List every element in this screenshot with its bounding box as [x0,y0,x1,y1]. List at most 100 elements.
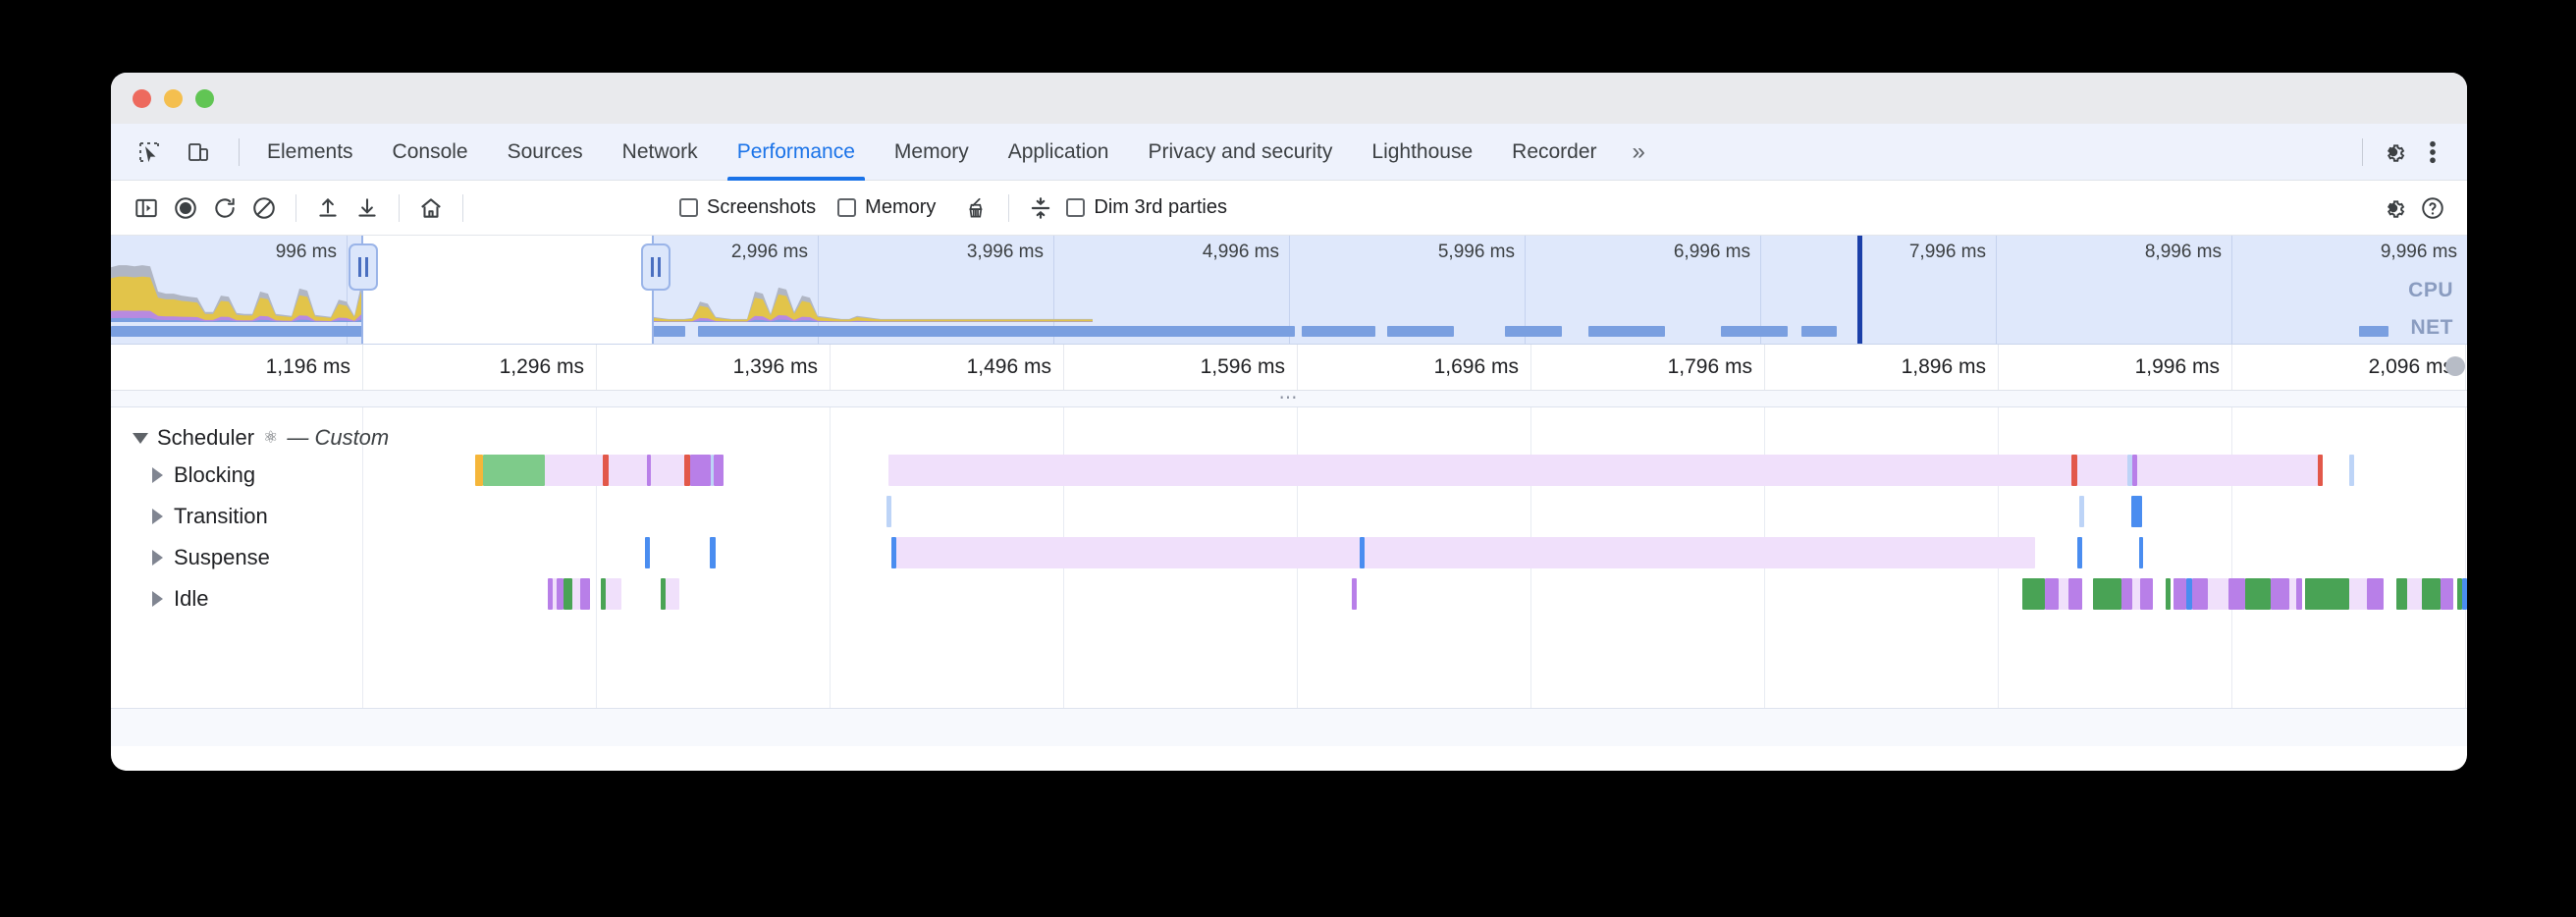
flamechart-event-blocking[interactable] [2077,455,2128,486]
memory-checkbox[interactable]: Memory [837,196,936,219]
flamechart-event-suspense[interactable] [2077,537,2082,568]
flamechart-event-blocking[interactable] [609,455,647,486]
kebab-menu-icon[interactable] [2416,135,2449,169]
inspect-element-icon[interactable] [133,135,166,169]
flamechart-event-idle[interactable] [2192,578,2208,610]
settings-gear-icon[interactable] [2377,135,2410,169]
selection-handle-right[interactable] [641,243,671,291]
tab-application[interactable]: Application [1007,139,1109,163]
collect-garbage-broom-icon[interactable] [957,189,996,228]
flamechart-event-idle[interactable] [557,578,564,610]
tab-network[interactable]: Network [621,139,698,163]
flamechart-event-idle[interactable] [2022,578,2045,610]
flamechart-event-idle[interactable] [2289,578,2296,610]
chevron-right-icon[interactable] [152,509,163,524]
minimize-window-button[interactable] [164,88,183,108]
flamechart-event-blocking[interactable] [602,455,610,486]
more-tabs-chevron-icon[interactable]: » [1632,137,1645,165]
flamechart-event-idle[interactable] [2349,578,2367,610]
horizontal-scrollbar-thumb[interactable] [2445,356,2465,376]
flamechart-event-idle[interactable] [2121,578,2133,610]
flamechart-event-idle[interactable] [661,578,666,610]
flamechart-event-suspense[interactable] [1360,537,1365,568]
capture-settings-gear-icon[interactable] [2377,191,2410,225]
flamechart-event-idle[interactable] [2305,578,2349,610]
download-profile-icon[interactable] [348,189,387,228]
flamechart-event-idle[interactable] [2165,578,2171,610]
flamechart-event-suspense[interactable] [1364,537,2035,568]
track-blocking[interactable]: Blocking [152,462,255,488]
help-question-icon[interactable] [2416,191,2449,225]
flamechart-event-idle[interactable] [2271,578,2290,610]
tab-recorder[interactable]: Recorder [1512,139,1597,163]
flamechart-event-idle[interactable] [552,578,558,610]
flamechart-event-idle[interactable] [547,578,553,610]
flamechart-event-suspense[interactable] [645,537,650,568]
flamechart-event-idle[interactable] [1352,578,1357,610]
flamechart-event-idle[interactable] [2185,578,2192,610]
clear-icon[interactable] [244,189,284,228]
flamechart-event-blocking[interactable] [2132,455,2137,486]
tab-elements[interactable]: Elements [267,139,353,163]
tab-sources[interactable]: Sources [507,139,583,163]
flamechart-event-blocking[interactable] [483,455,545,486]
dim-3rd-parties-checkbox[interactable]: Dim 3rd parties [1066,196,1227,219]
flamechart-event-blocking[interactable] [2318,455,2323,486]
flamechart-event-idle[interactable] [2421,578,2441,610]
flamechart-event-blocking[interactable] [714,455,724,486]
track-idle[interactable]: Idle [152,586,208,612]
flamechart-event-suspense[interactable] [896,537,1360,568]
reload-and-record-icon[interactable] [205,189,244,228]
device-toolbar-icon[interactable] [182,135,215,169]
flamechart-event-idle[interactable] [606,578,621,610]
flamechart-event-idle[interactable] [572,578,581,610]
flamechart-event-idle[interactable] [2440,578,2453,610]
chevron-right-icon[interactable] [152,591,163,607]
flame-chart[interactable]: Scheduler ⚛ — Custom Blocking Transition… [111,407,2467,746]
flamechart-event-suspense[interactable] [709,537,716,568]
flamechart-event-blocking[interactable] [2070,455,2078,486]
toggle-sidebar-icon[interactable] [127,189,166,228]
flamechart-event-idle[interactable] [601,578,606,610]
flamechart-event-idle[interactable] [2208,578,2228,610]
timeline-overview[interactable]: 996 ms1,996 ms2,996 ms3,996 ms4,996 ms5,… [111,236,2467,345]
screenshots-checkbox[interactable]: Screenshots [679,196,816,219]
chevron-right-icon[interactable] [152,550,163,566]
checkbox-box[interactable] [837,198,857,217]
track-suspense[interactable]: Suspense [152,545,270,570]
panel-resize-handle[interactable]: ⋯ [111,389,2467,407]
flamechart-event-blocking[interactable] [544,455,603,486]
flamechart-event-idle[interactable] [2457,578,2463,610]
checkbox-box[interactable] [1066,198,1086,217]
flamechart-event-idle[interactable] [2396,578,2408,610]
flamechart-event-idle[interactable] [2227,578,2246,610]
flamechart-event-idle[interactable] [2059,578,2068,610]
tab-performance[interactable]: Performance [718,124,875,181]
flamechart-event-idle[interactable] [2093,578,2121,610]
flamechart-event-idle[interactable] [665,578,680,610]
flamechart-event-idle[interactable] [2245,578,2271,610]
flamechart-event-suspense[interactable] [2138,537,2144,568]
flamechart-event-idle[interactable] [563,578,573,610]
flamechart-event-blocking[interactable] [888,455,2071,486]
flamechart-event-idle[interactable] [2132,578,2141,610]
flamechart-event-transition[interactable] [886,496,892,527]
chevron-right-icon[interactable] [152,467,163,483]
flamechart-event-blocking[interactable] [646,455,652,486]
flamechart-event-idle[interactable] [2173,578,2186,610]
flamechart-event-idle[interactable] [2067,578,2082,610]
chevron-down-icon[interactable] [133,432,148,444]
flamechart-event-suspense[interactable] [891,537,896,568]
close-window-button[interactable] [133,88,151,108]
flamechart-event-transition[interactable] [2130,496,2142,527]
flamechart-event-blocking[interactable] [2127,455,2133,486]
upload-profile-icon[interactable] [308,189,348,228]
flamechart-event-blocking[interactable] [475,455,484,486]
checkbox-box[interactable] [679,198,698,217]
flamechart-event-idle[interactable] [580,578,590,610]
flamechart-event-idle[interactable] [2407,578,2422,610]
tab-console[interactable]: Console [392,139,468,163]
flamechart-event-blocking[interactable] [684,455,691,486]
tab-privacy-and-security[interactable]: Privacy and security [1148,139,1333,163]
tab-lighthouse[interactable]: Lighthouse [1371,139,1474,163]
